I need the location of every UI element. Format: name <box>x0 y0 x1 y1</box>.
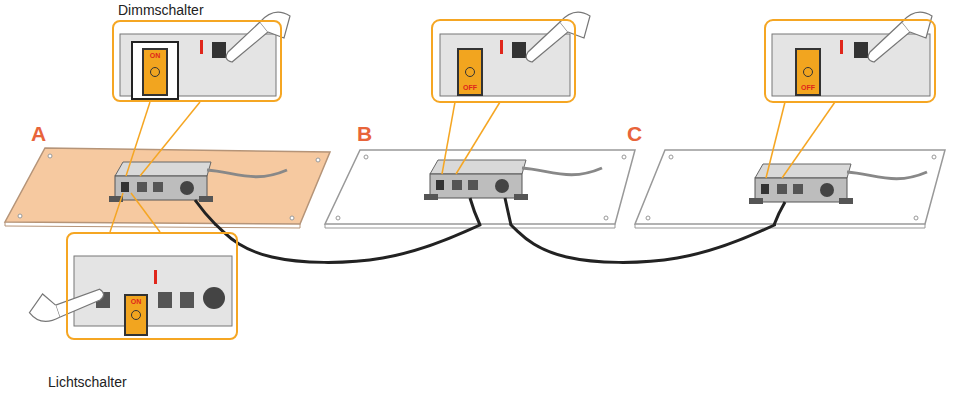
callout-heading: Dimmschalter <box>118 2 204 18</box>
panel-plate <box>5 148 330 228</box>
callout-heading: Lichtschalter <box>48 374 127 390</box>
panel-letter: B <box>357 122 372 146</box>
callout-box: DimmschalterON <box>112 20 282 102</box>
rocker-symbol <box>131 310 141 320</box>
light-panel: A <box>5 120 330 225</box>
rocker-switch: OFF <box>457 48 483 96</box>
callout-frame <box>432 20 575 102</box>
rocker-switch: ON <box>124 294 148 336</box>
control-box <box>424 160 602 200</box>
switch-state: ON <box>150 52 161 60</box>
switch-state: OFF <box>463 84 477 92</box>
connecting-cable <box>511 225 775 262</box>
zoomed-device <box>772 34 930 96</box>
callout-box: LichtschalterON <box>66 232 238 340</box>
callout-ground <box>66 232 238 340</box>
connecting-cable <box>216 225 480 262</box>
light-panel: C <box>635 120 945 225</box>
switch-state: OFF <box>801 84 815 92</box>
rocker-symbol <box>465 67 475 77</box>
cable-stub <box>195 198 785 225</box>
rocker-symbol <box>150 67 160 77</box>
rocker-symbol <box>803 67 813 77</box>
control-box <box>749 164 927 204</box>
leader-line <box>110 102 835 232</box>
rocker-switch: ON <box>142 48 168 96</box>
panel-plate <box>325 150 635 228</box>
panel-letter: C <box>627 122 642 146</box>
callout-frame <box>765 20 935 102</box>
control-box <box>109 162 287 202</box>
light-panel: B <box>325 120 635 225</box>
switch-state: ON <box>131 298 142 306</box>
rocker-switch: OFF <box>795 48 821 96</box>
panel-letter: A <box>31 122 46 146</box>
panel-plate <box>635 150 945 228</box>
